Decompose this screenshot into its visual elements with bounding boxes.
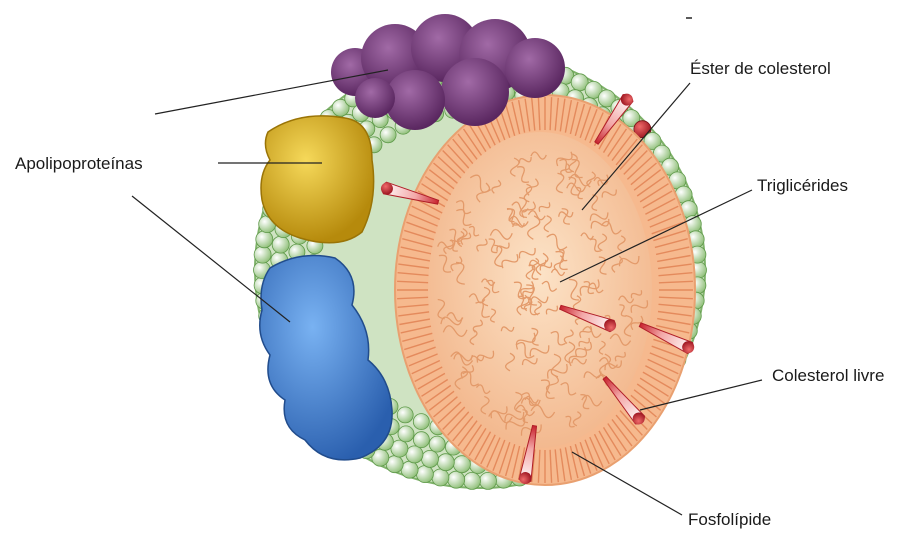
phospholipid-bead <box>464 472 481 489</box>
phospholipid-bead <box>380 127 396 143</box>
phospholipid-bead <box>398 426 414 442</box>
phospholipid-bead <box>272 236 289 253</box>
apolipoprotein-yellow <box>261 116 374 243</box>
label-free-cholesterol: Colesterol livre <box>772 366 884 385</box>
label-phospholipid: Fosfolípide <box>688 510 771 529</box>
label-triglycerides: Triglicérides <box>757 176 848 195</box>
phospholipid-bead <box>437 454 454 471</box>
phospholipid-bead <box>448 471 465 488</box>
phospholipid-bead <box>422 450 439 467</box>
phospholipid-bead <box>413 414 429 430</box>
label-apolipoproteins: Apolipoproteínas <box>15 154 143 173</box>
phospholipid-bead <box>401 461 418 478</box>
phospholipid-bead <box>432 469 449 486</box>
phospholipid-bead <box>480 472 497 489</box>
phospholipid-bead <box>416 466 433 483</box>
phospholipid-bead <box>254 246 271 263</box>
phospholipid-bead <box>397 407 413 423</box>
phospholipid-bead <box>413 432 429 448</box>
phospholipid-bead <box>256 231 273 248</box>
phospholipid-bead <box>406 446 423 463</box>
phospholipid-bead <box>429 436 445 452</box>
leader-phospholipid <box>572 452 682 515</box>
label-cholesterol-ester: Éster de colesterol <box>690 59 831 78</box>
